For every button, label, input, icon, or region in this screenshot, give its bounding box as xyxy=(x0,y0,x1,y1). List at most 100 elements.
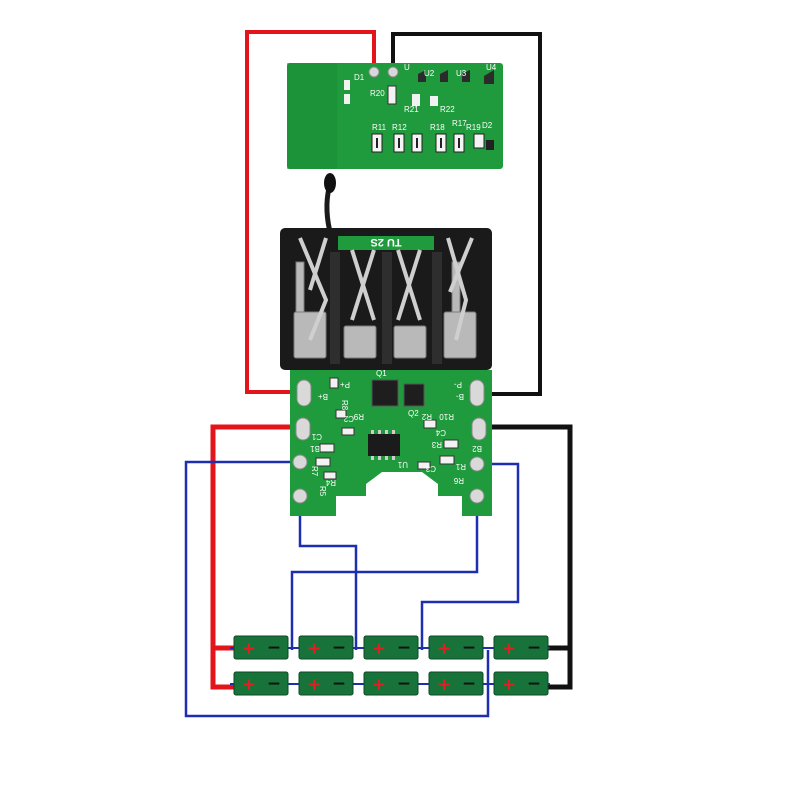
battery-cell-minus-icon: − xyxy=(397,638,411,658)
contact-springs xyxy=(298,237,474,341)
battery-cell-body xyxy=(428,671,484,696)
black-wire-pack-negative xyxy=(479,424,573,690)
indicator-pad-positive xyxy=(368,66,380,78)
balance-wire-1 xyxy=(184,460,490,718)
indicator-label: D1 xyxy=(354,73,365,82)
battery-cell-body xyxy=(233,635,289,660)
battery-cell-plus-icon: + xyxy=(502,675,516,695)
battery-cell-body xyxy=(363,635,419,660)
battery-cell-body xyxy=(428,635,484,660)
indicator-label: R11 xyxy=(372,123,387,132)
led-icons xyxy=(418,70,494,84)
bms-board: B+ P+ P- B- B1 B2 C1 C2 C3 C4 R5 R6 R7 R… xyxy=(290,369,492,516)
battery-cell-plus-icon: + xyxy=(437,639,451,659)
battery-cell: +− xyxy=(298,635,354,660)
battery-cell-minus-icon: − xyxy=(267,638,281,658)
terminal-label: TU 2S xyxy=(370,236,401,248)
indicator-pcb-shade xyxy=(287,63,337,169)
battery-cell-minus-icon: − xyxy=(462,674,476,694)
battery-cell-minus-icon: − xyxy=(397,674,411,694)
battery-cell-plus-icon: + xyxy=(307,675,321,695)
bms-label: R1 xyxy=(455,462,466,471)
battery-cell-plus-icon: + xyxy=(242,675,256,695)
bms-label: C3 xyxy=(425,464,436,473)
bms-label: R9 xyxy=(353,412,364,421)
bms-ic-pins xyxy=(371,430,395,460)
battery-cell-plus-icon: + xyxy=(372,639,386,659)
contact-icon xyxy=(343,325,377,359)
indicator-label: R20 xyxy=(370,89,385,98)
battery-cell: +− xyxy=(298,671,354,696)
battery-cell-body xyxy=(233,671,289,696)
indicator-pcb xyxy=(287,63,503,169)
thermistor-icon xyxy=(324,173,336,237)
bms-label: U1 xyxy=(397,460,408,469)
battery-cell-minus-icon: − xyxy=(267,674,281,694)
black-wire-indicator xyxy=(391,32,542,396)
bms-label: R8 xyxy=(340,400,349,411)
indicator-label: R18 xyxy=(430,123,445,132)
bms-label: C1 xyxy=(311,432,322,441)
battery-cell-minus-icon: − xyxy=(527,674,541,694)
indicator-board: D1 R20 U U2 U3 U4 R21 R22 R11 R12 R18 R1… xyxy=(287,63,503,169)
bms-label: B2 xyxy=(472,444,482,453)
bms-label: B1 xyxy=(310,444,320,453)
battery-cell-body xyxy=(493,635,549,660)
bms-label: R5 xyxy=(318,486,327,497)
bms-label: Q2 xyxy=(408,409,419,418)
indicator-label: U2 xyxy=(424,69,435,78)
battery-cell-plus-icon: + xyxy=(437,675,451,695)
bms-smd-parts xyxy=(315,377,459,480)
bms-label-b-minus: B- xyxy=(456,392,464,401)
bms-pads xyxy=(292,379,487,504)
bms-ic-chip xyxy=(368,434,400,456)
battery-cell-minus-icon: − xyxy=(332,638,346,658)
indicator-label: R17 xyxy=(452,119,467,128)
bms-label: R10 xyxy=(439,412,454,421)
bms-label: R2 xyxy=(421,412,432,421)
battery-cell: +− xyxy=(493,671,549,696)
indicator-label: U3 xyxy=(456,69,467,78)
bms-label: R7 xyxy=(310,466,319,477)
indicator-label: R22 xyxy=(440,105,455,114)
balance-wire-2 xyxy=(298,496,358,650)
battery-cell-plus-icon: + xyxy=(307,639,321,659)
battery-cell: +− xyxy=(363,635,419,660)
bms-label: R3 xyxy=(431,440,442,449)
balance-wire-4 xyxy=(420,462,520,650)
battery-cell: +− xyxy=(428,671,484,696)
battery-cell-plus-icon: + xyxy=(372,675,386,695)
indicator-label: R21 xyxy=(404,105,419,114)
red-wire-pack-positive xyxy=(210,424,300,690)
bms-label: Q1 xyxy=(376,369,387,378)
battery-cell: +− xyxy=(493,635,549,660)
terminal-block: TU 2S xyxy=(280,228,492,370)
battery-cell-minus-icon: − xyxy=(527,638,541,658)
bms-label: C4 xyxy=(435,428,446,437)
indicator-label: U4 xyxy=(486,63,497,72)
indicator-pad-negative xyxy=(387,66,399,78)
terminal-contacts xyxy=(293,237,477,359)
battery-cell-body xyxy=(363,671,419,696)
battery-cell: +− xyxy=(233,671,289,696)
terminal-slot-dividers xyxy=(330,252,442,364)
contact-icon xyxy=(443,311,477,359)
battery-cell: +− xyxy=(363,671,419,696)
battery-cell: +− xyxy=(233,635,289,660)
battery-cell-minus-icon: − xyxy=(332,674,346,694)
battery-cell-plus-icon: + xyxy=(242,639,256,659)
bms-label-p-minus: P- xyxy=(454,380,462,389)
indicator-label: U xyxy=(404,63,410,72)
balance-wire-3 xyxy=(290,496,479,650)
bms-label: C2 xyxy=(343,414,354,423)
bms-mosfet xyxy=(371,379,399,407)
bms-label-p-plus: P+ xyxy=(340,380,350,389)
battery-cell-body xyxy=(298,635,354,660)
battery-cell-minus-icon: − xyxy=(462,638,476,658)
bms-silkscreen: B+ P+ P- B- B1 B2 C1 C2 C3 C4 R5 R6 R7 R… xyxy=(310,369,482,497)
battery-cell-body xyxy=(298,671,354,696)
indicator-smd-parts xyxy=(344,80,494,153)
terminal-pcb-strip xyxy=(338,236,434,250)
battery-cell-body xyxy=(493,671,549,696)
